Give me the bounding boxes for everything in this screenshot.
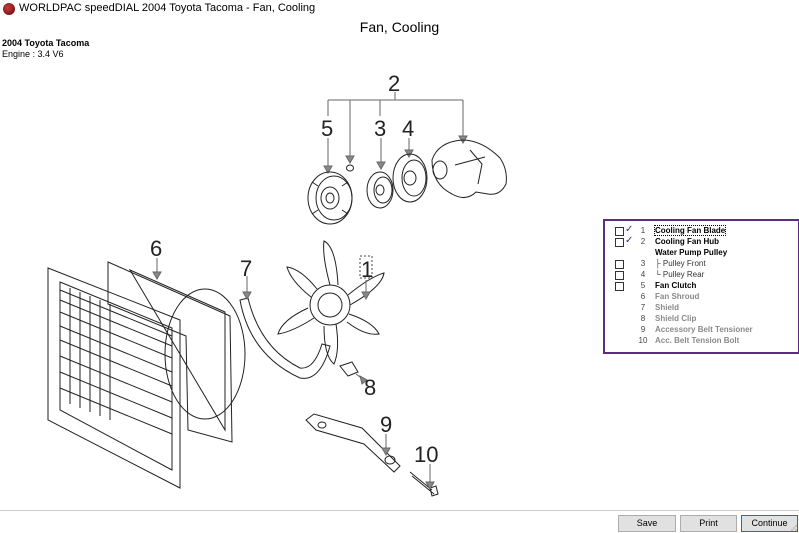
part-name[interactable]: └ Pulley Rear (655, 270, 705, 279)
app-logo-icon (3, 3, 15, 15)
tension-bolt-drawing (409, 471, 439, 497)
title-bar: WORLDPAC speedDIAL 2004 Toyota Tacoma - … (0, 0, 799, 18)
part-checkbox[interactable] (615, 282, 624, 291)
callout-10: 10 (414, 442, 438, 467)
part-name[interactable]: Shield (655, 303, 680, 312)
callout-1: 1 (361, 257, 373, 282)
parts-list-row[interactable]: ✓ 1 Cooling Fan Blade (605, 224, 796, 236)
part-name[interactable]: Cooling Fan Blade (653, 225, 727, 236)
parts-list-row[interactable]: 7 Shield (605, 302, 796, 313)
vehicle-name: 2004 Toyota Tacoma (2, 38, 90, 48)
parts-list-row[interactable]: 8 Shield Clip (605, 313, 796, 324)
callout-3: 3 (374, 116, 386, 141)
callout-7: 7 (240, 256, 252, 281)
part-number: 5 (640, 281, 646, 290)
part-name[interactable]: ├ Pulley Front (655, 259, 706, 268)
part-name[interactable]: Fan Shroud (655, 292, 700, 301)
part-number: 4 (640, 270, 646, 279)
continue-button[interactable]: Continue (741, 515, 798, 532)
footer-divider (0, 510, 799, 511)
fan-shroud-drawing (107, 261, 246, 443)
checkmark-icon: ✓ (625, 224, 634, 235)
part-number: 7 (640, 303, 646, 312)
part-checkbox[interactable] (615, 271, 624, 280)
part-number: 3 (640, 259, 646, 268)
part-name[interactable]: Acc. Belt Tension Bolt (655, 336, 740, 345)
checkmark-icon: ✓ (625, 235, 634, 246)
page-title: Fan, Cooling (359, 19, 440, 35)
water-pump-drawing (431, 139, 507, 198)
belt-tensioner-drawing (305, 413, 401, 473)
save-button[interactable]: Save (618, 515, 676, 532)
parts-list-row[interactable]: 5 Fan Clutch (605, 280, 796, 291)
resize-grip-icon[interactable] (790, 524, 798, 532)
part-name[interactable]: Accessory Belt Tensioner (655, 325, 753, 334)
callout-9: 9 (380, 412, 392, 437)
part-name[interactable]: Cooling Fan Hub (655, 237, 719, 246)
parts-list-row[interactable]: Water Pump Pulley (605, 247, 796, 258)
callout-4: 4 (402, 116, 414, 141)
engine-info: Engine : 3.4 V6 (2, 49, 64, 59)
part-checkbox[interactable] (615, 238, 624, 247)
parts-diagram: 2 5 3 4 6 7 1 8 9 10 (47, 71, 507, 497)
pulley-rear-drawing (392, 153, 428, 203)
callout-2: 2 (388, 71, 400, 96)
part-number: 8 (640, 314, 646, 323)
part-number: 1 (640, 226, 646, 235)
parts-list-row[interactable]: ✓ 2 Cooling Fan Hub (605, 235, 796, 247)
print-button[interactable]: Print (680, 515, 737, 532)
part-number: 6 (640, 292, 646, 301)
parts-list-row[interactable]: 3 ├ Pulley Front (605, 258, 796, 269)
part-number: 9 (640, 325, 646, 334)
part-checkbox[interactable] (615, 227, 624, 236)
parts-list-row[interactable]: 4 └ Pulley Rear (605, 269, 796, 280)
shield-drawing (239, 297, 331, 379)
parts-list-row[interactable]: 6 Fan Shroud (605, 291, 796, 302)
callout-5: 5 (321, 116, 333, 141)
part-checkbox[interactable] (615, 260, 624, 269)
radiator-drawing (47, 267, 181, 489)
part-name[interactable]: Shield Clip (655, 314, 697, 323)
callout-8: 8 (364, 375, 376, 400)
part-name[interactable]: Water Pump Pulley (655, 248, 728, 257)
part-number: 10 (638, 336, 648, 345)
parts-list-row[interactable]: 9 Accessory Belt Tensioner (605, 324, 796, 335)
callout-6: 6 (150, 236, 162, 261)
pulley-front-drawing (366, 171, 394, 209)
fan-clutch-drawing (307, 171, 353, 225)
window-title: WORLDPAC speedDIAL 2004 Toyota Tacoma - … (19, 2, 316, 14)
part-name[interactable]: Fan Clutch (655, 281, 697, 290)
part-number: 2 (640, 237, 646, 246)
parts-list-row[interactable]: 10 Acc. Belt Tension Bolt (605, 335, 796, 346)
